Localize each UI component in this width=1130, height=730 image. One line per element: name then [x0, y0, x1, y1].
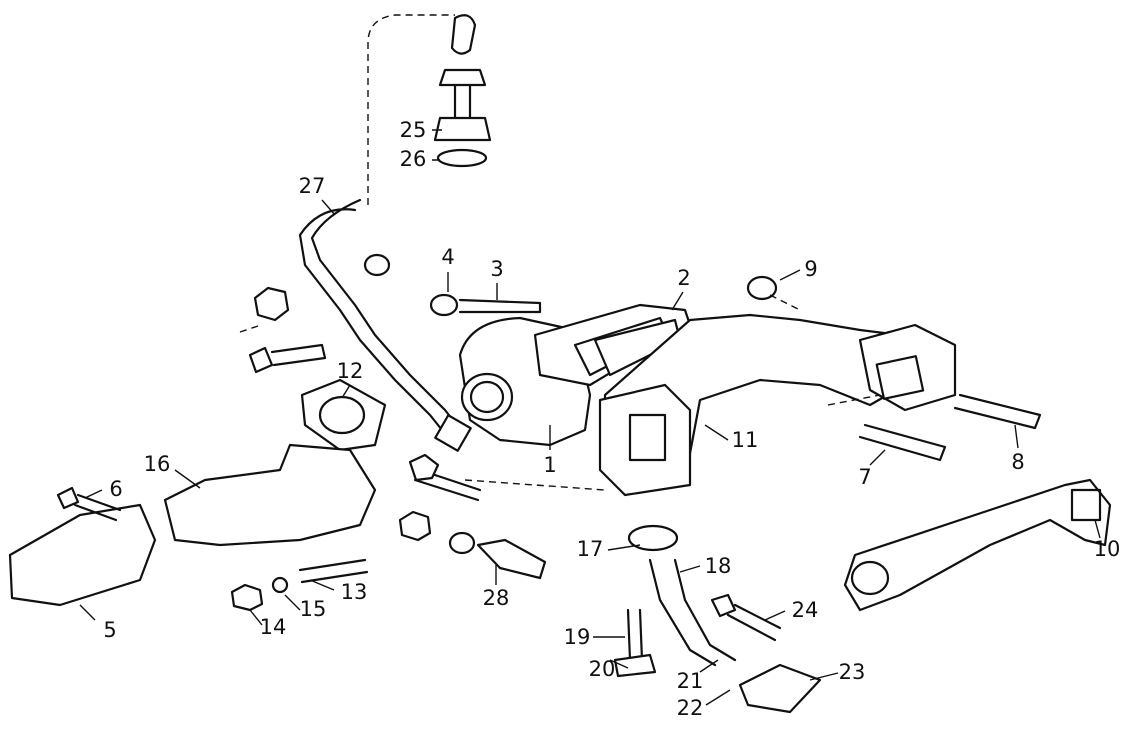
nuts-washers-left [248, 253, 391, 374]
gaskets-2 [533, 303, 692, 387]
exhaust-manifold-11 [598, 275, 957, 497]
oil-feed-pipe [298, 14, 477, 452]
callout-18: 18 [705, 554, 732, 578]
callout-21: 21 [677, 669, 704, 693]
callout-1: 1 [543, 453, 556, 477]
small-parts-13-14-15 [230, 558, 369, 612]
callout-16: 16 [144, 452, 171, 476]
callout-7: 7 [858, 465, 871, 489]
studs-7-8 [858, 393, 1042, 462]
bolt-3-and-nut-4 [429, 293, 542, 317]
drain-tube-18 [613, 524, 822, 714]
callout-3: 3 [490, 257, 503, 281]
callout-26: 26 [400, 147, 427, 171]
callout-25: 25 [400, 118, 427, 142]
callout-13: 13 [341, 580, 368, 604]
callout-2: 2 [677, 266, 690, 290]
callout-10: 10 [1094, 537, 1121, 561]
gasket-12 [300, 378, 387, 452]
callout-15: 15 [300, 597, 327, 621]
union-28 [398, 453, 547, 580]
leader-lines [79, 129, 1101, 706]
callout-23: 23 [839, 660, 866, 684]
callout-9: 9 [804, 257, 817, 281]
callout-24: 24 [792, 598, 819, 622]
callout-19: 19 [564, 625, 591, 649]
callout-22: 22 [677, 696, 704, 720]
elbow-16-and-heat-shield-5 [8, 443, 377, 607]
callout-17: 17 [577, 537, 604, 561]
callout-4: 4 [441, 245, 454, 269]
callout-11: 11 [732, 428, 759, 452]
callout-8: 8 [1011, 450, 1024, 474]
callout-28: 28 [483, 586, 510, 610]
callout-6: 6 [109, 477, 122, 501]
gasket-10 [843, 478, 1112, 612]
banjo-fitting-25 [433, 68, 492, 168]
callout-5: 5 [103, 618, 116, 642]
callout-27: 27 [299, 174, 326, 198]
callout-12: 12 [337, 359, 364, 383]
callout-20: 20 [589, 657, 616, 681]
callout-14: 14 [260, 615, 287, 639]
